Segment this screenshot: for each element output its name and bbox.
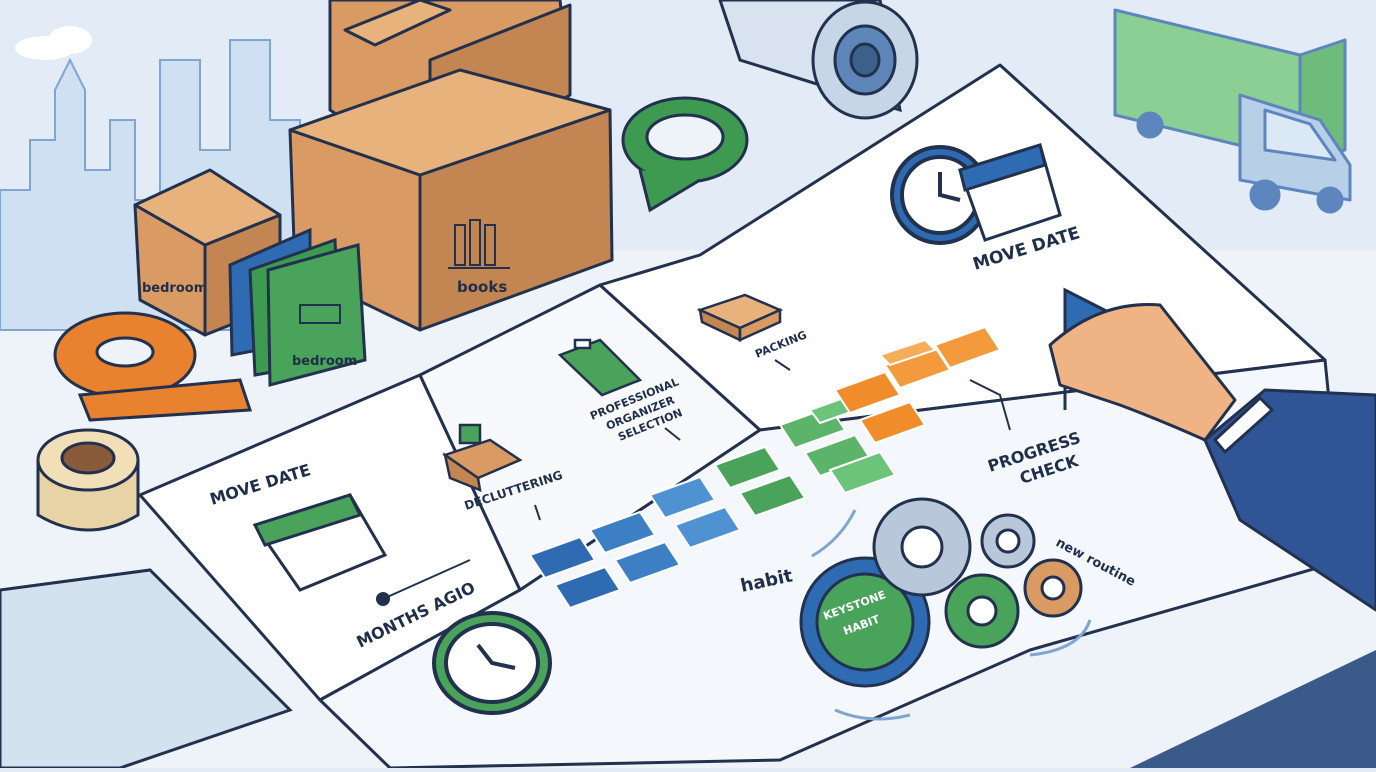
gear-green-icon — [944, 573, 1020, 649]
progress-block-blue — [613, 540, 682, 585]
progress-block-orange — [833, 370, 902, 415]
progress-block-grid — [528, 325, 1002, 610]
clock-bottom-icon — [432, 611, 552, 715]
timeline-start-dot — [376, 592, 390, 606]
gear-small-icon — [980, 513, 1036, 569]
cloud-icon — [15, 26, 92, 60]
counter-edge — [1130, 650, 1376, 768]
calendar-left-icon — [252, 493, 388, 592]
books-icon — [448, 219, 510, 269]
hand-icon — [1048, 303, 1376, 612]
progress-block-green — [828, 450, 897, 495]
progress-block-orange — [933, 325, 1002, 370]
declutter-box-icon — [442, 423, 523, 492]
progress-block-blue — [588, 510, 657, 555]
progress-block-blue — [648, 475, 717, 520]
bedroom-book-stack — [228, 227, 367, 387]
bed-icon — [299, 304, 341, 324]
progress-block-blue — [553, 565, 622, 610]
orange-strap-roll-icon — [53, 311, 253, 422]
gear-top-icon — [872, 497, 972, 597]
packing-box-icon — [696, 293, 784, 342]
calendar-icon — [958, 143, 1062, 242]
gear-orange-icon — [1023, 558, 1083, 618]
bubble-wrap-roll-icon — [718, 0, 919, 120]
bubble-wrap-sheet-icon — [0, 568, 293, 770]
moving-truck-icon — [1113, 8, 1352, 214]
books-box — [288, 68, 614, 332]
progress-block-green — [738, 473, 807, 518]
timeline-connectors — [384, 359, 1011, 599]
clipboard-icon — [557, 338, 643, 397]
masking-tape-roll-icon — [36, 428, 140, 532]
bedroom-book-label: bedroom — [292, 354, 357, 369]
progress-block-green — [713, 445, 782, 490]
progress-block-orange — [878, 338, 937, 367]
green-tape-roll-icon — [621, 96, 749, 213]
bedroom-box-label: bedroom — [142, 281, 207, 296]
progress-block-blue — [673, 505, 742, 550]
gear-large-icon — [799, 556, 931, 688]
progress-block-orange — [858, 400, 927, 445]
books-label: books — [457, 278, 507, 296]
cycle-arrows — [811, 509, 1092, 721]
progress-block-blue — [528, 535, 597, 580]
